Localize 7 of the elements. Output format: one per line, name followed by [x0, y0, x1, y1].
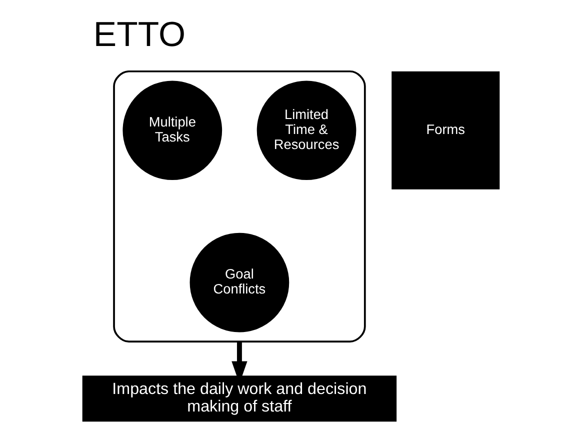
cluster — [112, 70, 366, 342]
node-circle: Multiple Tasks — [122, 80, 222, 180]
node-circle: Goal Conflicts — [189, 232, 289, 332]
node-box: Impacts the daily work and decision making of staff — [82, 376, 396, 422]
node-circle: Limited Time & Resources — [256, 80, 356, 180]
node-box: Forms — [391, 71, 500, 190]
diagram-title: ETTO — [92, 16, 186, 54]
